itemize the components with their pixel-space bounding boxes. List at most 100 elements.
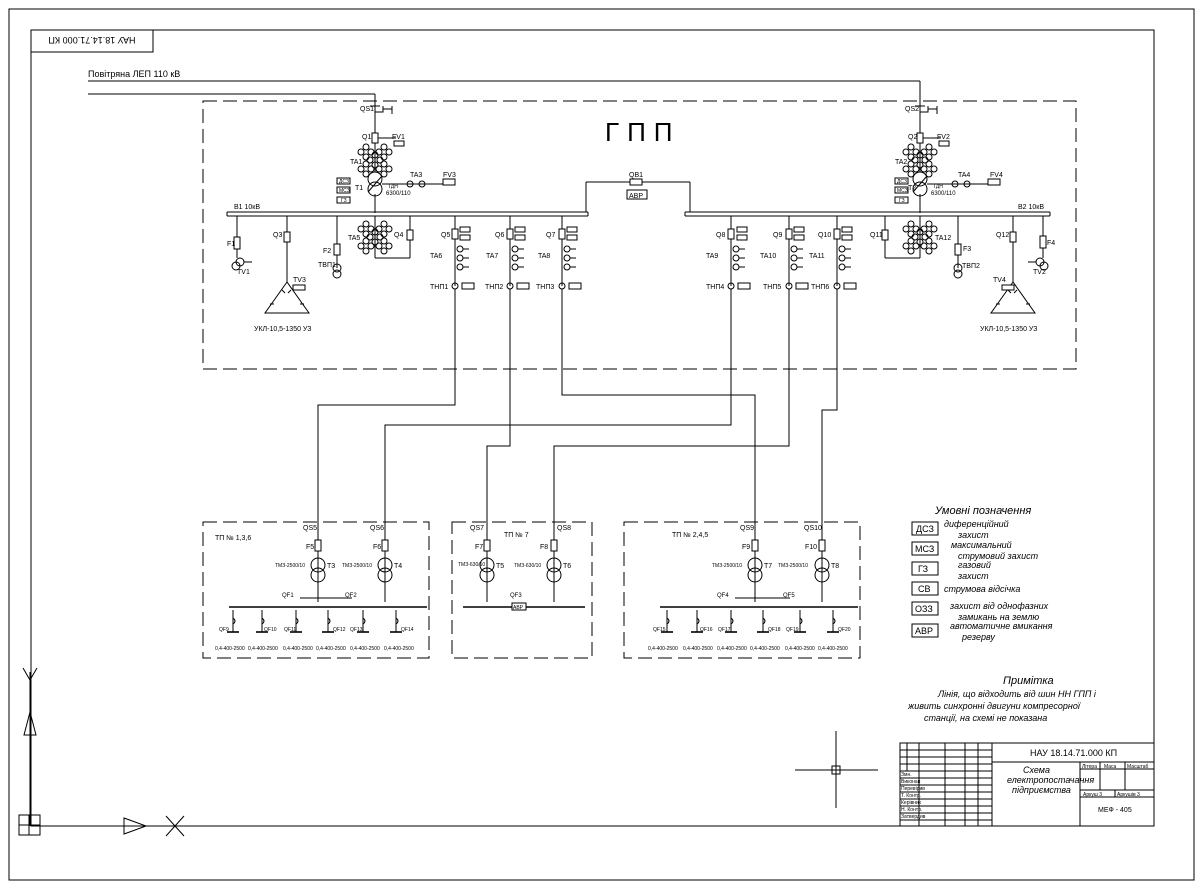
legend-code: ОЗЗ — [915, 604, 933, 614]
cad-crosshair — [795, 731, 878, 808]
tb-row-zatverdyv: Затвердив — [901, 814, 926, 820]
tp3-load-4: 0,4-400-2500 — [750, 646, 780, 652]
tb-sheets: Аркушів 3 — [1117, 792, 1140, 798]
tp3-tm-a: ТМЗ-2500/10 — [712, 563, 742, 569]
tp2-tm-b: ТМЗ-630/10 — [514, 563, 541, 569]
feeder-1-q: Q5 — [441, 232, 450, 239]
legend-code: ДСЗ — [916, 524, 934, 534]
ta3-label: TA3 — [410, 172, 422, 179]
legend-text: замикань на землю — [957, 612, 1039, 622]
legend-text: диференційний — [944, 519, 1009, 529]
feeder-2: Q6 TA7 ТНП2 — [485, 216, 530, 291]
tp3-load-5: 0,4-400-2500 — [785, 646, 815, 652]
tb-lit: Літера — [1082, 764, 1097, 770]
t1-type: ТДН — [388, 184, 398, 190]
legend-item-avr: АВР автоматичне вмикання резерву — [911, 621, 1053, 642]
q11-label: Q11 — [870, 232, 883, 239]
feeder-2-ta: TA7 — [486, 253, 498, 260]
feeder-3: Q7 TA8 ТНП3 — [536, 216, 582, 291]
legend: Умовні позначення ДСЗ диференційний захи… — [911, 505, 1053, 642]
tvp2-label: ТВП2 — [962, 263, 980, 270]
title-block: Змн. Виконав Перевірив Т. Контр. Керівни… — [899, 742, 1155, 827]
feeder-5-ta: TA10 — [760, 253, 776, 260]
note-line-1: Лінія, що відходить від шин НН ГПП і — [937, 689, 1097, 699]
ta1-label: TA1 — [350, 159, 362, 166]
legend-text: струмовий захист — [958, 551, 1039, 561]
tb-row-nkontr: Н. Контр. — [901, 807, 922, 813]
legend-code: МСЗ — [915, 544, 934, 554]
legend-item-msz: МСЗ максимальний струмовий захист — [911, 540, 1039, 561]
tp1-qf12: QF12 — [333, 627, 346, 633]
feeder-1: Q5 TA6 ТНП1 — [430, 216, 475, 291]
line-label: Повітряна ЛЕП 110 кВ — [88, 69, 180, 79]
legend-text: захист — [957, 571, 989, 581]
q12-label: Q12 — [996, 232, 1009, 239]
legend-text: газовий — [958, 560, 991, 570]
tp3-load-3: 0,4-400-2500 — [717, 646, 747, 652]
bus-b1-label: В1 10кВ — [234, 204, 260, 211]
t1-prot-dsz: ДСЗ — [339, 179, 349, 185]
tp2-t-b: T6 — [563, 563, 571, 570]
tp3-f-a: F9 — [742, 544, 750, 551]
inner-frame — [30, 29, 1155, 827]
tp1-qf13: QF13 — [350, 627, 363, 633]
cad-axis-marks — [18, 667, 185, 837]
feeder-5-tnp: ТНП5 — [763, 284, 781, 291]
tp1-f-a: F5 — [306, 544, 314, 551]
legend-code: СВ — [918, 584, 931, 594]
tp2-f-b: F8 — [540, 544, 548, 551]
q1-label: Q1 — [362, 134, 371, 141]
qb1-label: QB1 — [629, 172, 643, 179]
tp1-load-2: 0,4-400-2500 — [248, 646, 278, 652]
legend-text: автоматичне вмикання — [950, 621, 1053, 631]
tp1-tm-b: ТМЗ-2500/10 — [342, 563, 372, 569]
feeder-4-tnp: ТНП4 — [706, 284, 724, 291]
t1-rating: 6300/110 — [386, 191, 411, 197]
tp1-title: ТП № 1,3,6 — [215, 535, 251, 542]
tb-code: НАУ 18.14.71.000 КП — [1030, 748, 1117, 758]
tp1-load-5: 0,4-400-2500 — [350, 646, 380, 652]
rotated-code: НАУ 18.14.71.000 КП — [48, 35, 135, 45]
tv4-label: TV4 — [993, 277, 1006, 284]
tp1-qs-a: QS5 — [303, 525, 317, 532]
tp1-qs-b: QS6 — [370, 525, 384, 532]
ta5-label: TA5 — [348, 235, 360, 242]
legend-item-sv: СВ струмова відсічка — [911, 581, 1020, 596]
legend-code: ГЗ — [918, 564, 928, 574]
q3-label: Q3 — [273, 232, 282, 239]
f1-label: F1 — [227, 241, 235, 248]
tp3-qf4: QF4 — [717, 593, 729, 599]
tp3-qf19: QF19 — [786, 627, 799, 633]
tv3-label: TV3 — [293, 277, 306, 284]
legend-text: захист — [957, 530, 989, 540]
qs2-label: QS2 — [905, 106, 919, 113]
tp3-load-2: 0,4-400-2500 — [683, 646, 713, 652]
f2-label: F2 — [323, 248, 331, 255]
tp3-qs-a: QS9 — [740, 525, 754, 532]
tp1-f-b: F6 — [373, 544, 381, 551]
right-input: QS2 Q2 FV2 TA2 T2 ТДН 6300/110 ДСЗ МСЗ Г… — [894, 103, 1003, 213]
tp1-load-1: 0,4-400-2500 — [215, 646, 245, 652]
rotated-code-box — [30, 29, 154, 53]
bus-b2-label: В2 10кВ — [1018, 204, 1044, 211]
tp3-qf15: QF15 — [653, 627, 666, 633]
tp1-t-a: T3 — [327, 563, 335, 570]
tp1-qf14: QF14 — [401, 627, 414, 633]
tb-row-tkontr: Т. Контр. — [901, 793, 921, 799]
tp2-f-a: F7 — [475, 544, 483, 551]
feeder-5: Q9 TA10 ТНП5 — [760, 216, 809, 291]
tp2-qf3: QF3 — [510, 593, 522, 599]
t2-type: ТДН — [933, 184, 943, 190]
tp3-f-b: F10 — [805, 544, 817, 551]
gpp-boundary — [202, 100, 1077, 370]
tp3-qf18: QF18 — [768, 627, 781, 633]
tp2-qs-a: QS7 — [470, 525, 484, 532]
tp2-tm-a: ТМЗ-630/10 — [458, 562, 485, 568]
tp1-t-b: T4 — [394, 563, 402, 570]
legend-item-ozz: ОЗЗ захист від однофазних замикань на зе… — [911, 601, 1049, 622]
ta2-label: TA2 — [895, 159, 907, 166]
legend-item-gz: ГЗ газовий захист — [911, 560, 991, 581]
t2-prot-gz: ГЗ — [899, 198, 905, 204]
tp3-t-b: T8 — [831, 563, 839, 570]
tp1-qf11: QF11 — [284, 627, 296, 633]
